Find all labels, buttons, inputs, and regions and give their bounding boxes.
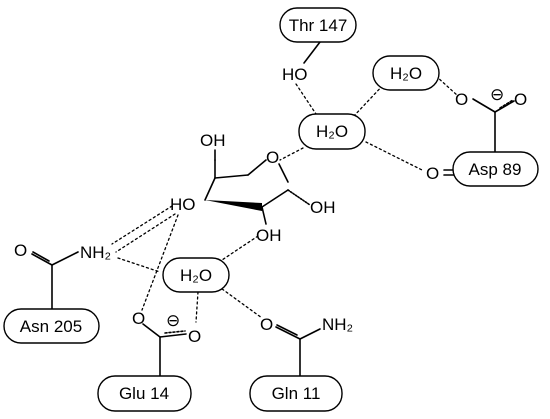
atom-asp-o1: O bbox=[455, 90, 468, 109]
residue-box-asn205 bbox=[3, 308, 100, 344]
residue-glu14: Glu 14 bbox=[97, 375, 192, 412]
bond-gln-c-o-2 bbox=[276, 324, 298, 336]
bond-asp-c-o1 bbox=[472, 98, 496, 113]
bond-ring-c4-c1 bbox=[214, 174, 249, 179]
hbond-ho-nh2-a bbox=[111, 205, 173, 245]
bond-ring-c3-c2 bbox=[261, 189, 289, 208]
residue-box-thr147 bbox=[279, 7, 357, 43]
bond-asp-c-o2-partial bbox=[499, 99, 514, 109]
bond-ring-o-c2 bbox=[278, 163, 289, 183]
bond-asn-c-o bbox=[31, 253, 53, 266]
residue-box-glu14 bbox=[97, 375, 192, 412]
atom-sugar-oh-bottom: OH bbox=[256, 226, 282, 245]
charge-asp: ⊖ bbox=[490, 85, 504, 104]
bond-ring-c3-oh-bottom bbox=[261, 206, 267, 225]
water-label-2: H₂O bbox=[390, 64, 422, 83]
water-box-1 bbox=[298, 113, 366, 150]
water-label-1: H₂O bbox=[316, 122, 348, 141]
hbond-nh2-w3 bbox=[117, 257, 161, 273]
hydrogen-bonds bbox=[111, 75, 459, 323]
residue-box-asp89 bbox=[452, 151, 539, 187]
bond-ring-c4-ho bbox=[204, 177, 216, 201]
atom-gln-o: O bbox=[260, 315, 273, 334]
bond-glu-c-o2-partial bbox=[164, 330, 186, 334]
bond-glu-c-o2 bbox=[159, 333, 187, 338]
atom-glu-o1: O bbox=[132, 309, 145, 328]
charges: ⊖ ⊖ bbox=[166, 85, 504, 330]
hbond-w1-ring-o bbox=[279, 147, 304, 161]
atom-asp-o2: O bbox=[514, 90, 527, 109]
hbond-thr-w1 bbox=[295, 83, 319, 118]
atom-ring-o: O bbox=[266, 148, 279, 167]
residue-asn205: Asn 205 bbox=[3, 308, 100, 344]
bond-ring-c3-wedge bbox=[205, 200, 262, 211]
atom-glu-o2: O bbox=[188, 327, 201, 346]
charge-glu: ⊖ bbox=[166, 311, 180, 330]
water-box-2 bbox=[372, 55, 440, 91]
atom-gln-nh2: NH₂ bbox=[322, 315, 353, 334]
hbond-w1-asp-co bbox=[365, 141, 423, 171]
atom-sugar-ho-left: HO bbox=[170, 195, 196, 214]
atom-labels: HO OH O HO OH OH O NH₂ O O O NH₂ O O O bbox=[14, 65, 527, 346]
water-box-3 bbox=[162, 257, 230, 293]
bond-asn-c-o-2 bbox=[32, 251, 50, 262]
bond-glu-c-o1 bbox=[142, 323, 161, 338]
water-1: H₂O bbox=[298, 113, 366, 150]
residue-label-asp89: Asp 89 bbox=[469, 160, 522, 179]
atom-thr-oh: HO bbox=[282, 65, 308, 84]
bond-thr-stem bbox=[303, 41, 321, 64]
bond-gln-c-n bbox=[299, 328, 321, 340]
residue-box-gln11 bbox=[249, 375, 343, 412]
atom-asn-o: O bbox=[14, 241, 27, 260]
residue-thr147: Thr 147 bbox=[279, 7, 357, 43]
hbond-oh-w3 bbox=[221, 235, 259, 261]
hbond-ho-glu bbox=[141, 214, 179, 311]
atom-sugar-oh-right: OH bbox=[310, 198, 336, 217]
bond-ring-c2-oh-wavy bbox=[287, 189, 311, 206]
atom-asp-o3: O bbox=[426, 164, 439, 183]
residue-label-gln11: Gln 11 bbox=[272, 384, 321, 403]
bond-gln-c-o bbox=[275, 326, 301, 340]
residue-label-glu14: Glu 14 bbox=[119, 384, 169, 403]
water-2: H₂O bbox=[372, 55, 440, 91]
atom-asn-nh2: NH₂ bbox=[80, 243, 111, 262]
hbond-ho-nh2-b bbox=[115, 213, 176, 253]
atom-sugar-oh-top: OH bbox=[200, 131, 226, 150]
residue-asp89: Asp 89 bbox=[452, 151, 539, 187]
bond-asn-c-n bbox=[51, 251, 79, 266]
hbond-w2-asp bbox=[435, 75, 459, 97]
bond-ring-c1-o bbox=[247, 159, 267, 176]
hbond-w2-w1 bbox=[351, 81, 387, 119]
residue-gln11: Gln 11 bbox=[249, 375, 343, 412]
water-label-3: H₂O bbox=[180, 266, 212, 285]
residue-label-thr147: Thr 147 bbox=[289, 16, 348, 35]
water-3: H₂O bbox=[162, 257, 230, 293]
hbond-w3-glu bbox=[195, 291, 199, 323]
residue-label-asn205: Asn 205 bbox=[20, 317, 82, 336]
covalent-bonds bbox=[31, 41, 515, 377]
bond-asp-c-o2 bbox=[494, 100, 515, 113]
hbond-w3-gln bbox=[217, 285, 263, 319]
